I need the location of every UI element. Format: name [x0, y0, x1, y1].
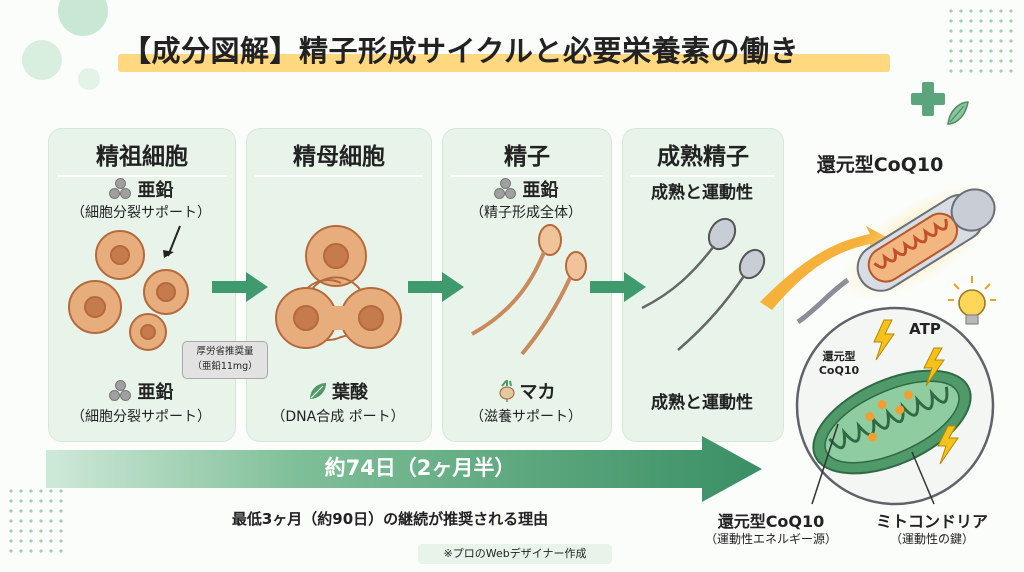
nutrient-sub: （滋養サポート） [470, 409, 582, 425]
nutrient-sub: （DNA合成 ポート） [271, 409, 405, 425]
duration-arrow [46, 436, 762, 502]
stage-panel-mature-sperm: 成熟精子 [622, 128, 784, 442]
page-title-text: 【成分図解】精子形成サイクルと必要栄養素の働き [122, 34, 800, 68]
decor-circle [58, 0, 108, 36]
callout-line: 厚労省推奨量 [196, 346, 254, 357]
decor-dots [6, 486, 66, 556]
coq10-bottom-label: 還元型CoQ10 [717, 512, 825, 531]
spermatogonia-cells-illustration [68, 225, 189, 351]
zinc-icon [493, 177, 520, 199]
atp-label: ATP [909, 320, 941, 338]
stage-effect-label: 成熟と運動性 [651, 183, 753, 203]
energy-bolt-icon [923, 347, 945, 387]
coq10-inner-label: 還元型 CoQ10 [818, 350, 860, 377]
stage-title: 精子 [504, 144, 550, 170]
spermatocyte-cells-illustration [275, 225, 402, 349]
duration-label: 約74日（2ヶ月半） [324, 456, 516, 480]
decor-circle [78, 68, 100, 90]
mitochondria-closeup-illustration [795, 306, 995, 506]
mitochondria-sub: （運動性の鍵） [889, 532, 974, 546]
energy-bolt-icon [937, 425, 959, 465]
stage-effect-label: 成熟と運動性 [651, 393, 753, 413]
recommended-intake-callout: 厚労省推奨量 （亜鉛11mg） [182, 341, 268, 379]
credit-note: ※プロのWebデザイナー作成 [418, 544, 612, 564]
maca-root-icon [497, 380, 517, 402]
nutrient-label: マカ [442, 378, 610, 404]
zinc-icon [108, 379, 135, 401]
nutrient-label: 亜鉛 [442, 176, 610, 202]
divider [255, 175, 423, 177]
nutrient-label: 亜鉛 [48, 378, 234, 404]
spermatid-illustration [471, 224, 587, 356]
stage-panel-spermatogonia: 精祖細胞 [48, 128, 236, 442]
leaf-icon [308, 381, 328, 401]
mitochondria-label: ミトコンドリア [875, 512, 988, 531]
stage-title: 成熟精子 [657, 144, 749, 170]
decor-dots [946, 6, 1016, 76]
divider [451, 175, 603, 177]
stage-title: 精母細胞 [293, 144, 385, 170]
coq10-bottom-sub: （運動性エネルギー源） [704, 532, 837, 546]
health-plus-icon [911, 82, 969, 125]
title-highlight [118, 54, 890, 72]
flow-arrow-icon [212, 272, 268, 302]
sperm-with-mitochondria-illustration [760, 184, 999, 325]
callout-line: （亜鉛11mg） [192, 361, 258, 372]
page-title: 【成分図解】精子形成サイクルと必要栄養素の働き [118, 28, 890, 72]
zinc-icon [108, 177, 135, 199]
reason-text: 最低3ヶ月（約90日）の継続が推奨される理由 [231, 510, 549, 528]
nutrient-sub: （精子形成全体） [470, 205, 582, 221]
decor-circle [22, 40, 62, 80]
flow-arrow-icon [590, 272, 646, 302]
stage-title: 精祖細胞 [96, 144, 188, 170]
coq10-top-label: 還元型CoQ10 [816, 154, 944, 176]
lightbulb-icon [948, 276, 996, 325]
nutrient-label: 葉酸 [246, 378, 430, 404]
energy-bolt-icon [873, 319, 895, 361]
nutrient-sub: （細胞分裂サポート） [71, 409, 211, 425]
divider [631, 175, 775, 177]
mature-sperm-illustration [641, 217, 766, 351]
nutrient-label: 亜鉛 [48, 176, 234, 202]
nutrient-sub: （細胞分裂サポート） [71, 205, 211, 221]
flow-arrow-icon [408, 272, 464, 302]
divider [57, 175, 227, 177]
